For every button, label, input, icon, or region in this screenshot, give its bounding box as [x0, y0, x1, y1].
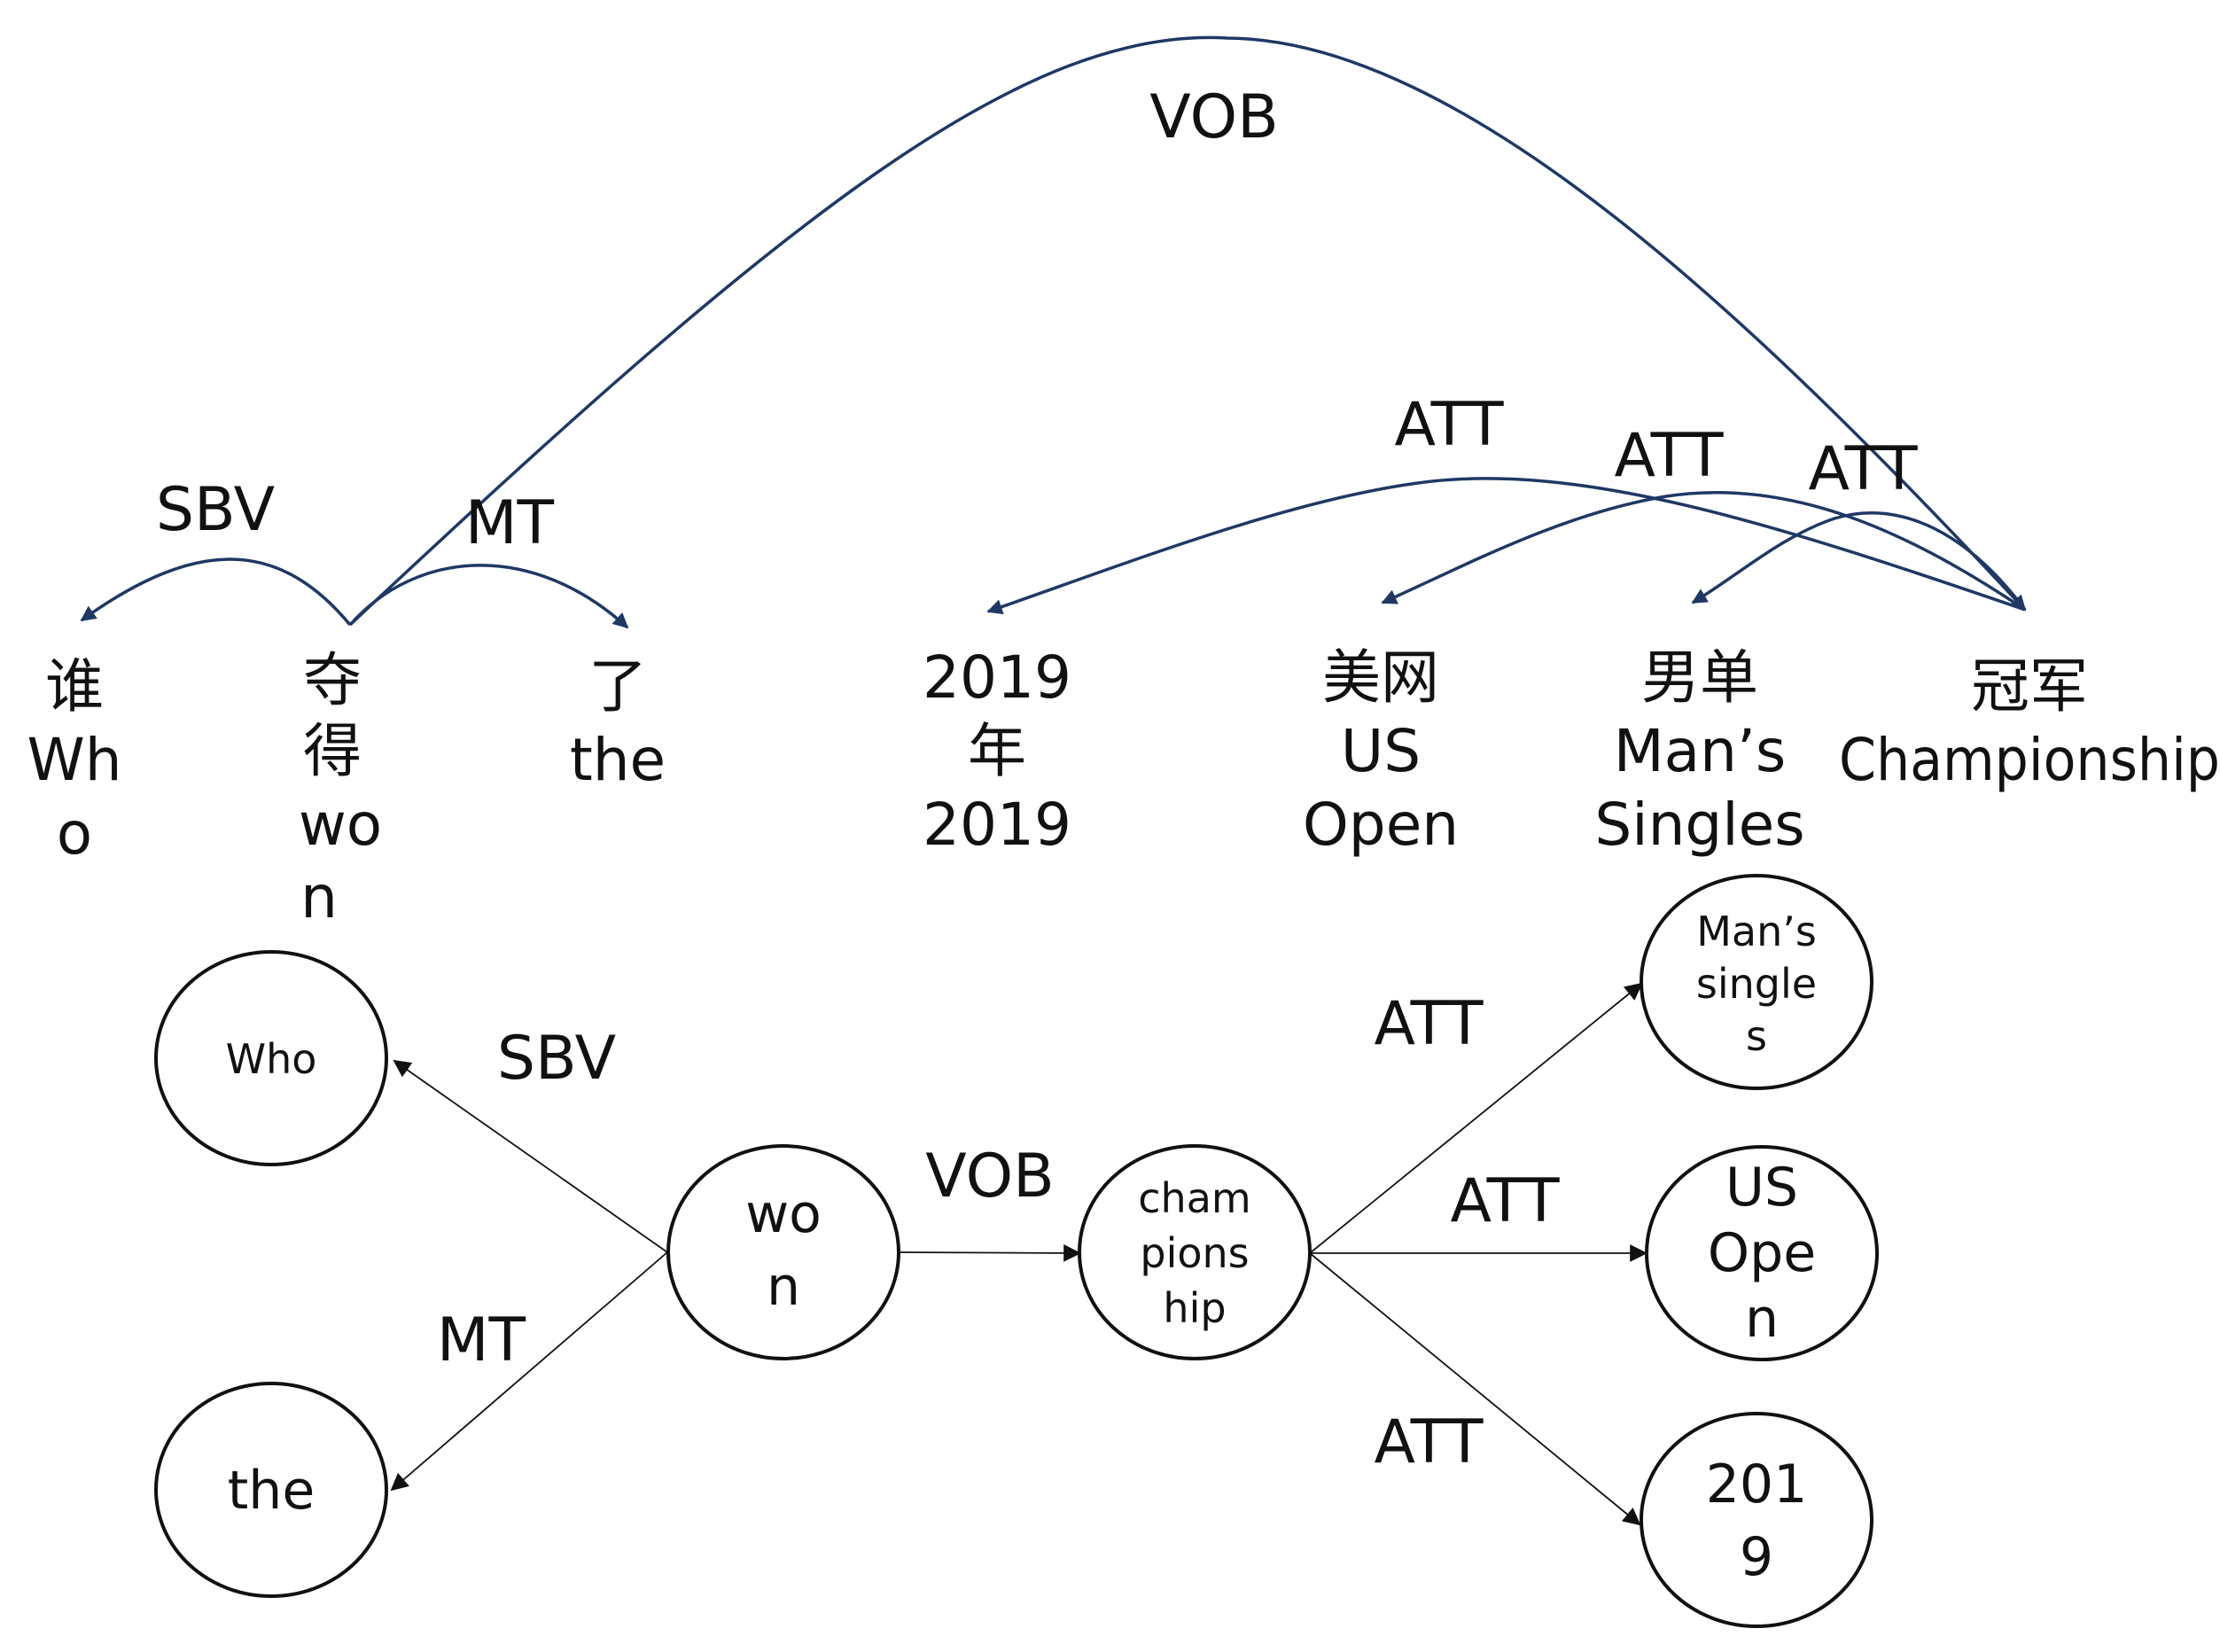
token-line: Open: [1303, 791, 1459, 859]
token-who: 谁 Wh o: [27, 652, 121, 868]
node-circle: [154, 1382, 388, 1598]
token-line: Championship: [1839, 726, 2220, 794]
token-line: 谁: [45, 652, 104, 721]
edge-label-att-2019: ATT: [1374, 1407, 1484, 1477]
token-line: the: [570, 726, 666, 794]
edge-label-vob: VOB: [925, 1142, 1055, 1212]
edge-att-singles: [1309, 982, 1643, 1254]
token-line: wo: [299, 791, 382, 859]
token-line: 得: [303, 717, 362, 785]
token-championship: 冠军 Championship: [1839, 652, 2220, 794]
token-line: 美网: [1322, 643, 1439, 712]
node-circle: [1645, 1145, 1879, 1361]
token-line: 男单: [1641, 643, 1758, 712]
node-circle: [154, 950, 388, 1166]
token-mans-singles: 男单 Man’s Singles: [1594, 643, 1804, 859]
node-label: single: [1696, 960, 1817, 1008]
node-2019: 201 9: [1640, 1412, 1873, 1628]
token-line: 夺: [303, 646, 362, 714]
token-line: 2019: [923, 791, 1071, 859]
node-championship: cham pions hip: [1078, 1144, 1312, 1360]
edge-mt: [390, 1251, 668, 1492]
edge-sbv: [393, 1059, 668, 1253]
arc-att-2019: [986, 477, 2026, 615]
edge-label-att-singles: ATT: [1374, 989, 1484, 1059]
edge-label-mt: MT: [437, 1305, 526, 1375]
node-label: US: [1725, 1157, 1798, 1219]
edge-label-sbv: SBV: [497, 1024, 616, 1094]
node-circle: [1640, 1412, 1873, 1628]
arc-label-sbv: SBV: [156, 475, 275, 545]
token-line: 年: [968, 717, 1026, 785]
node-circle: [1640, 874, 1873, 1090]
node-label: Who: [226, 1035, 317, 1083]
node-label: n: [767, 1256, 800, 1318]
token-line: n: [300, 863, 338, 931]
arc-label-att-usopen: ATT: [1614, 421, 1724, 491]
node-label: the: [228, 1460, 315, 1522]
token-line: o: [57, 799, 92, 868]
node-label: pions: [1140, 1229, 1249, 1277]
node-mans-singles: Man’s single s: [1640, 874, 1873, 1090]
dependency-tree: SBV MT VOB ATT ATT ATT Who the wo n cham…: [154, 874, 1879, 1628]
arc-att-usopen: [1381, 490, 2026, 612]
node-label: wo: [745, 1183, 822, 1245]
arc-vob: [348, 35, 2027, 627]
token-line: 2019: [923, 643, 1071, 712]
token-won: 夺 得 wo n: [299, 646, 382, 931]
node-circle: [666, 1144, 900, 1360]
node-label: 201: [1706, 1453, 1808, 1516]
node-label: hip: [1163, 1284, 1226, 1332]
node-label: cham: [1138, 1174, 1250, 1222]
token-the: 了 the: [570, 652, 666, 794]
edge-att-2019: [1309, 1252, 1641, 1526]
arc-label-att-singles: ATT: [1808, 434, 1918, 504]
node-who: Who: [154, 950, 388, 1166]
node-us-open: US Ope n: [1645, 1145, 1879, 1361]
arc-sbv: [80, 557, 352, 627]
node-circle: [1078, 1144, 1312, 1360]
node-the: the: [154, 1382, 388, 1598]
arc-label-mt: MT: [465, 488, 555, 558]
node-label: s: [1746, 1012, 1767, 1060]
token-line: US: [1341, 717, 1421, 785]
token-line: Man’s: [1614, 717, 1787, 785]
arc-label-att-2019: ATT: [1394, 390, 1504, 460]
token-2019: 2019 年 2019: [923, 643, 1071, 859]
node-won: wo n: [666, 1144, 900, 1360]
token-line: Wh: [27, 726, 121, 794]
dependency-parse: SBV MT VOB ATT ATT ATT 谁 Wh o 夺 得 wo n 了…: [27, 35, 2220, 931]
node-label: n: [1745, 1288, 1779, 1350]
token-line: 了: [588, 652, 647, 721]
arc-mt: [348, 564, 629, 629]
token-line: Singles: [1594, 791, 1804, 859]
node-label: Ope: [1708, 1222, 1816, 1284]
node-label: Man’s: [1696, 908, 1817, 955]
arc-att-singles: [1691, 511, 2027, 612]
token-us-open: 美网 US Open: [1303, 643, 1459, 859]
node-label: 9: [1740, 1526, 1773, 1588]
edge-vob: [899, 1244, 1081, 1262]
arc-label-vob: VOB: [1149, 82, 1279, 152]
edge-label-att-usopen: ATT: [1450, 1166, 1560, 1236]
token-line: 冠军: [1971, 652, 2088, 721]
